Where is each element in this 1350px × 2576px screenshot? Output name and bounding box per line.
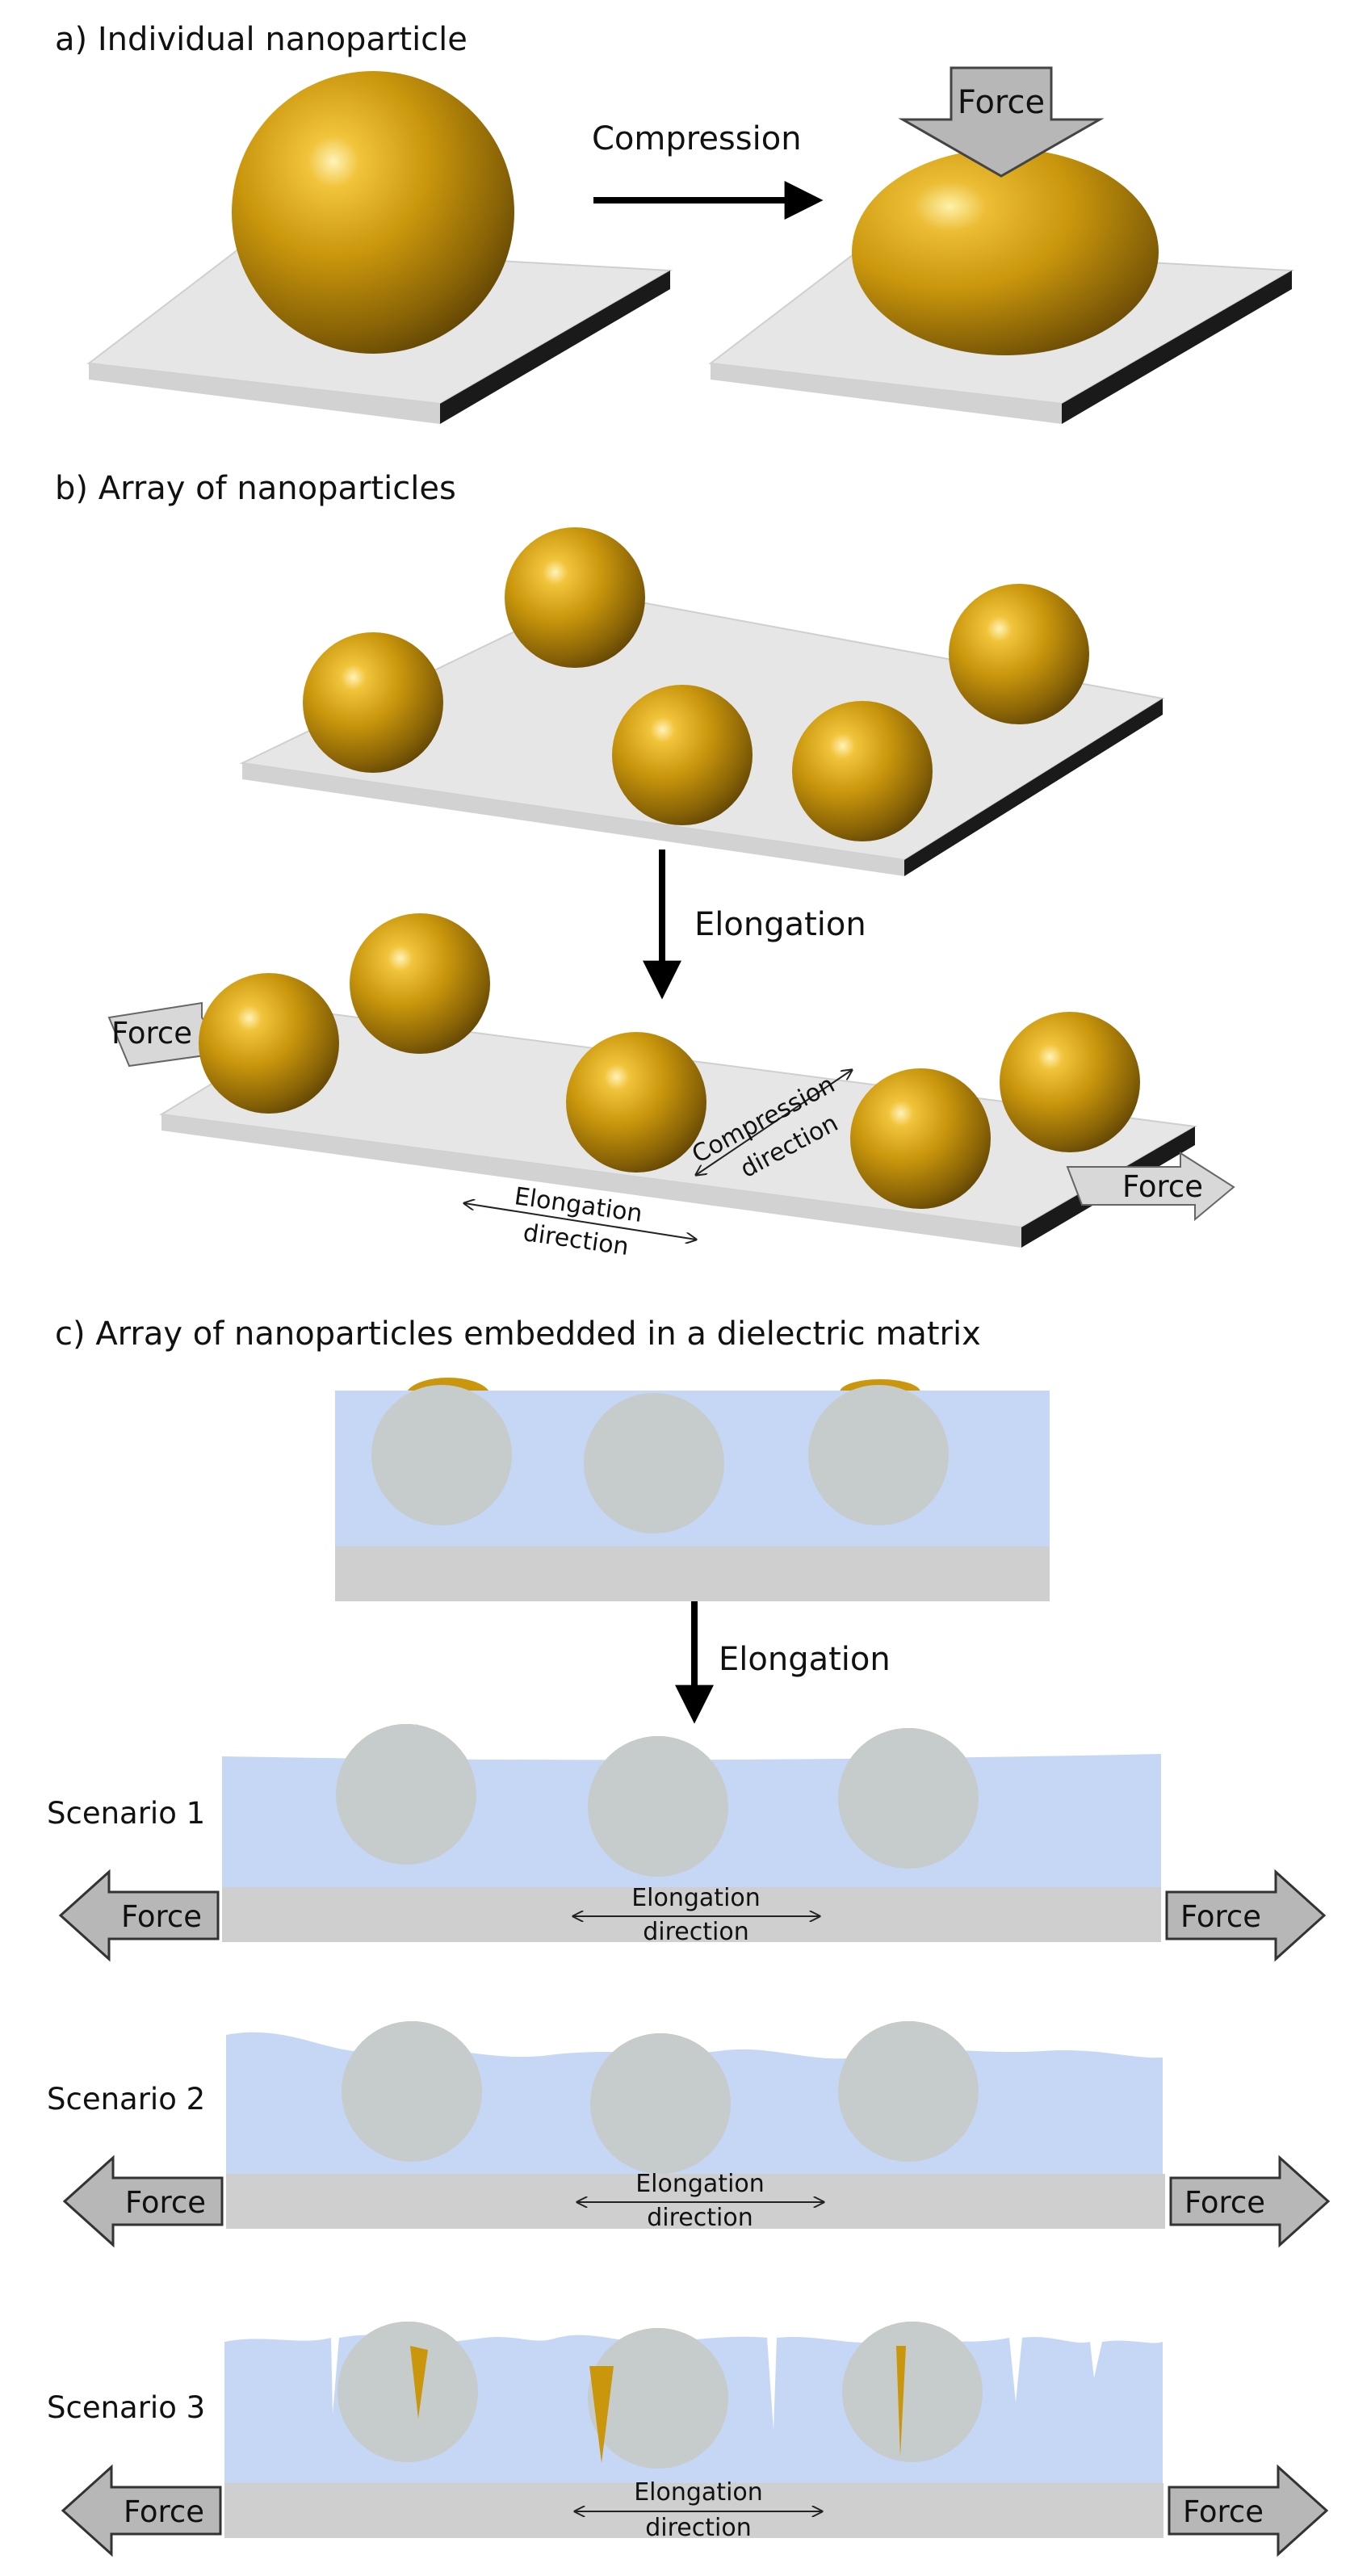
matrix-initial	[335, 1378, 1050, 1601]
nanoparticle	[566, 1032, 706, 1173]
force-arrow-left	[62, 2154, 224, 2248]
scenario-label: Scenario 1	[47, 1796, 205, 1831]
elongation-direction-line1: Elongation	[635, 2170, 765, 2198]
panel-c-title: c) Array of nanoparticles embedded in a …	[55, 1315, 981, 1353]
panel-a-title: a) Individual nanoparticle	[55, 21, 467, 58]
gold-crack-fill	[896, 2346, 906, 2456]
elongation-direction-line2: direction	[647, 2204, 753, 2232]
force-label-right-b: Force	[1122, 1169, 1203, 1204]
force-arrow-right-b	[1066, 1152, 1235, 1222]
nanoparticle	[505, 527, 645, 668]
nanoparticle	[1000, 1012, 1140, 1152]
substrate-c-initial	[335, 1546, 1050, 1601]
nanoparticle	[792, 701, 933, 841]
nanoparticle-sphere	[232, 71, 514, 354]
embedded-particle	[838, 1728, 979, 1869]
embedded-particle	[588, 2328, 728, 2469]
panel-b: b) Array of nanoparticles Elongation For…	[55, 470, 1235, 1261]
embedded-particle	[590, 2033, 731, 2174]
elongation-direction-line1: Elongation	[634, 2478, 763, 2507]
panel-b-title: b) Array of nanoparticles	[55, 470, 456, 507]
embedded-particle	[338, 2322, 478, 2462]
embedded-particle	[584, 1393, 724, 1533]
elongation-direction-arrow-b	[464, 1203, 696, 1240]
elongation-direction-line2: direction	[643, 1918, 748, 1946]
force-label-right: Force	[1184, 2185, 1265, 2220]
embedded-particle	[842, 2322, 983, 2462]
panel-c: c) Array of nanoparticles embedded in a …	[47, 1315, 1331, 2557]
nanoparticle	[199, 973, 339, 1114]
force-arrow-right	[1168, 2464, 1329, 2557]
compression-direction-arrow	[696, 1070, 852, 1175]
gold-crack-fill	[410, 2346, 428, 2419]
nanoparticle	[612, 685, 753, 825]
force-label-right: Force	[1180, 1899, 1261, 1934]
elongation-label-b: Elongation	[694, 906, 866, 943]
nanoparticle	[949, 584, 1089, 724]
scenario-1: Scenario 1 Force Force Elongation direct…	[47, 1724, 1327, 1962]
force-arrow-right	[1165, 1869, 1327, 1962]
embedded-particle	[588, 1736, 728, 1877]
force-label-right: Force	[1183, 2494, 1264, 2529]
scenario-2: Scenario 2 Force Force Elongation direct…	[47, 2021, 1331, 2248]
elongation-label-c: Elongation	[719, 1641, 891, 1678]
panel-a: a) Individual nanoparticle Compression F…	[55, 21, 1295, 424]
embedded-particle	[336, 1724, 476, 1865]
nanoparticle	[850, 1068, 991, 1209]
force-arrow-right	[1169, 2154, 1331, 2248]
scenario-label: Scenario 3	[47, 2390, 205, 2425]
embedded-particle	[342, 2021, 482, 2162]
elongation-direction-line2-b: direction	[522, 1219, 631, 1261]
force-arrow-left	[61, 2464, 222, 2557]
force-label-left: Force	[121, 1899, 202, 1934]
gold-crack-fill	[589, 2366, 614, 2463]
embedded-particle	[808, 1385, 949, 1525]
nanoparticle	[303, 632, 443, 773]
force-label-left: Force	[125, 2185, 206, 2220]
scenario-label: Scenario 2	[47, 2082, 205, 2117]
embedded-particle	[371, 1385, 512, 1525]
embedded-particle	[838, 2021, 979, 2162]
force-label-a: Force	[958, 84, 1045, 121]
nanoparticle-compressed	[852, 149, 1159, 355]
force-label-left: Force	[124, 2494, 204, 2529]
force-label-left-b: Force	[111, 1016, 192, 1051]
elongation-direction-line1: Elongation	[631, 1884, 761, 1912]
scenario-3: Scenario 3 Force Force Elongation direct…	[47, 2322, 1329, 2557]
force-arrow-left	[58, 1869, 220, 1962]
nanoparticle	[350, 913, 490, 1054]
compression-label: Compression	[592, 120, 802, 157]
force-arrow-down	[898, 66, 1105, 178]
elongation-direction-line2: direction	[645, 2514, 751, 2542]
